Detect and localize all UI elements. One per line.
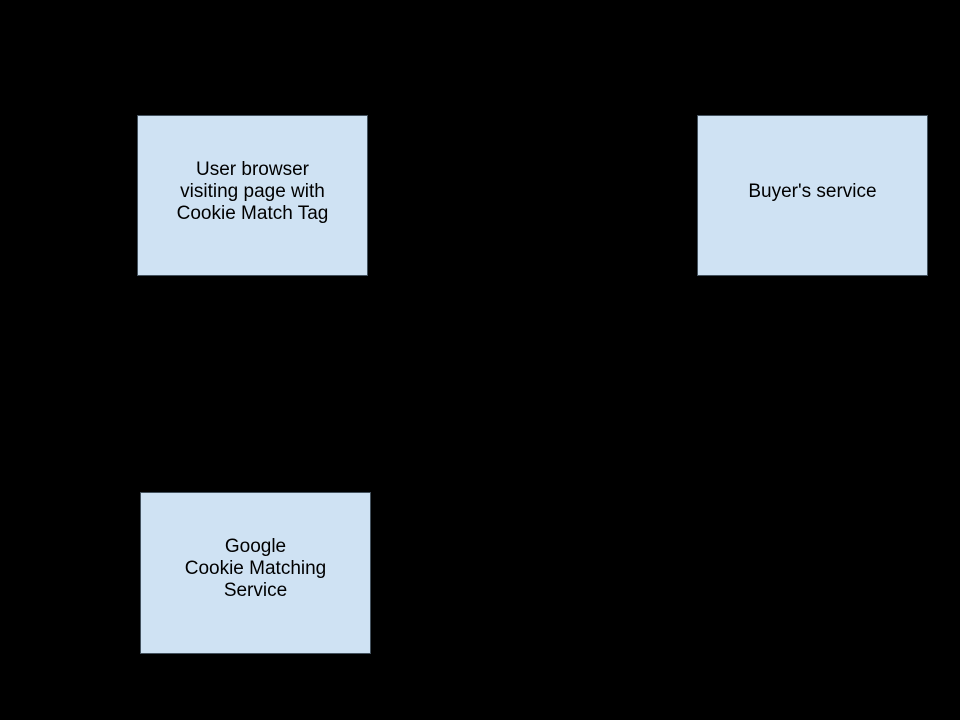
node-google-cookie-matching-service-label: Google Cookie Matching Service	[184, 536, 327, 601]
node-buyers-service: Buyer's service	[697, 115, 928, 276]
node-buyers-service-label: Buyer's service	[748, 180, 877, 202]
node-google-cookie-matching-service: Google Cookie Matching Service	[140, 492, 371, 654]
node-user-browser: User browser visiting page with Cookie M…	[137, 115, 368, 276]
node-user-browser-label: User browser visiting page with Cookie M…	[176, 158, 329, 224]
